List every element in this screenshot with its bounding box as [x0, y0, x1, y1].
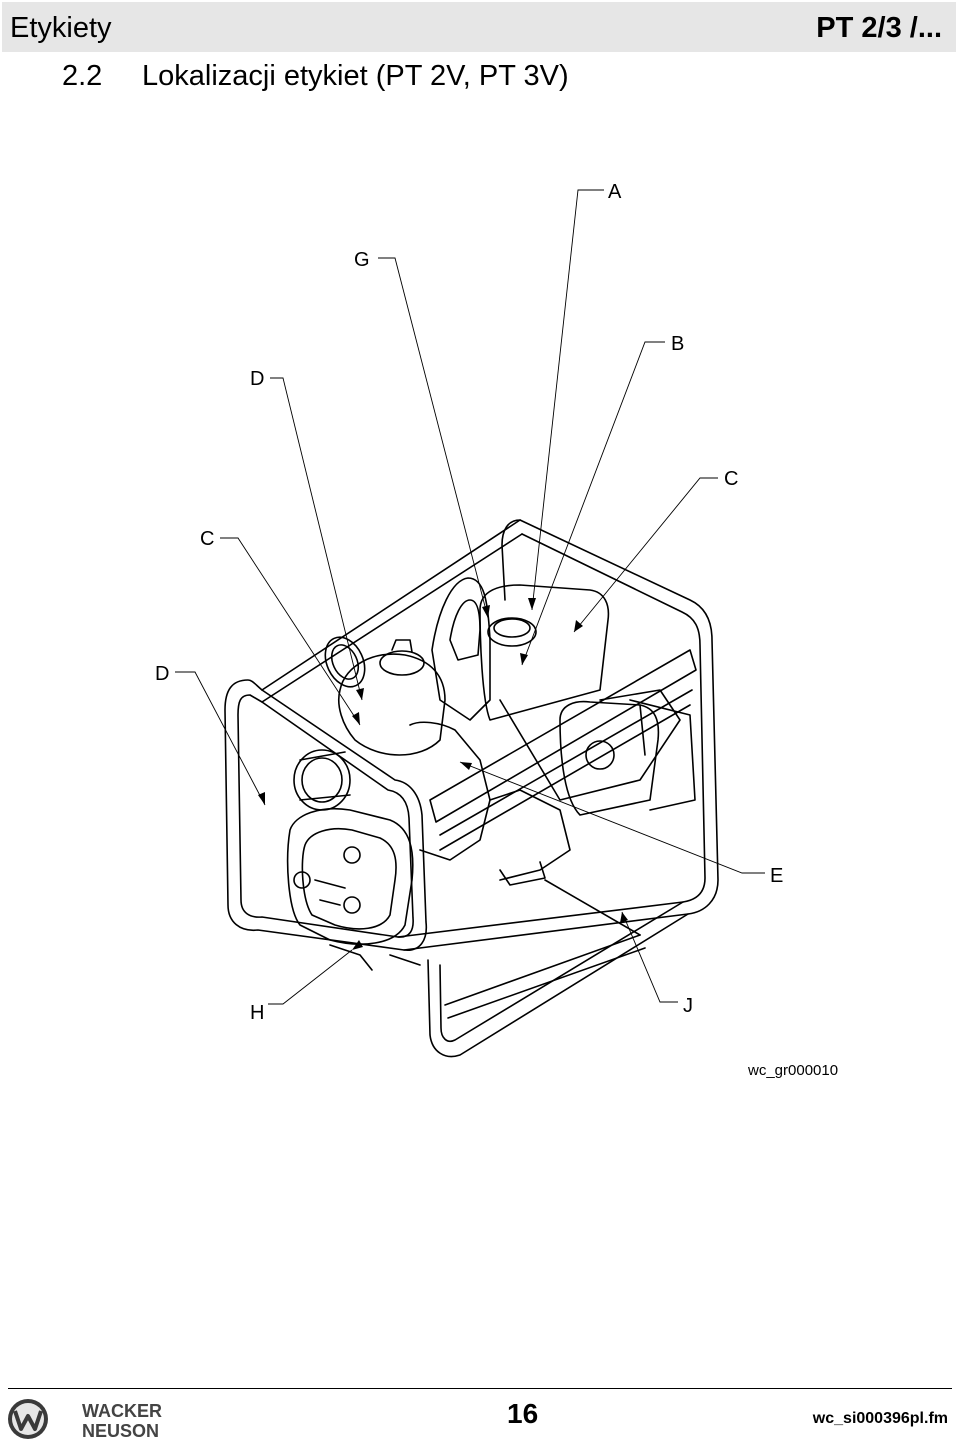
callout-H: H [250, 1002, 264, 1024]
leader-E [459, 761, 765, 874]
frame-front-loop [224, 679, 428, 951]
pump-volute [338, 653, 446, 756]
leader-D-top [270, 377, 363, 701]
wacker-neuson-logo: WACKER NEUSON [8, 1399, 162, 1441]
callout-D-top: D [250, 368, 264, 390]
section-title: Lokalizacji etykiet (PT 2V, PT 3V) [142, 60, 569, 92]
header-model: PT 2/3 /... [816, 12, 942, 44]
frame-top-rail [261, 519, 523, 703]
callout-D-left: D [155, 663, 169, 685]
footer-rule [8, 1388, 952, 1389]
header-title: Etykiety [10, 12, 112, 44]
figure-id: wc_gr000010 [747, 1062, 838, 1079]
pump-front-cover [286, 807, 414, 945]
callout-G: G [354, 249, 370, 271]
leader-C-left [220, 537, 361, 726]
logo-line-1: WACKER [82, 1401, 162, 1421]
callout-B: B [671, 333, 684, 355]
callout-C-right: C [724, 468, 738, 490]
frame-bottom-rail [397, 901, 689, 951]
frame-rear-loop-inner [439, 533, 706, 1043]
callout-E: E [770, 865, 783, 887]
header-bar: Etykiety PT 2/3 /... [2, 2, 956, 52]
engine-block [559, 700, 660, 816]
cross-bar [429, 649, 697, 823]
leader-B [521, 341, 665, 666]
fuel-cap [487, 617, 537, 647]
page-number: 16 [507, 1398, 539, 1429]
leader-G [378, 257, 489, 619]
priming-plug [379, 650, 425, 676]
leader-J [621, 911, 678, 1003]
leader-C-right [573, 477, 718, 633]
leader-A [531, 189, 604, 611]
engine-body [479, 584, 610, 721]
leader-H [268, 949, 353, 1005]
discharge-port [324, 636, 366, 688]
callout-C-left: C [200, 528, 214, 550]
leader-D-left [175, 671, 266, 806]
logo-line-2: NEUSON [82, 1421, 159, 1441]
pump-label-diagram: A G B D C C D E H J wc_gr000010 [155, 181, 838, 1079]
lifting-handle [431, 577, 491, 721]
callout-A: A [608, 181, 622, 203]
section-number: 2.2 [62, 60, 103, 92]
callout-J: J [683, 995, 693, 1017]
source-filename: wc_si000396pl.fm [812, 1410, 948, 1427]
